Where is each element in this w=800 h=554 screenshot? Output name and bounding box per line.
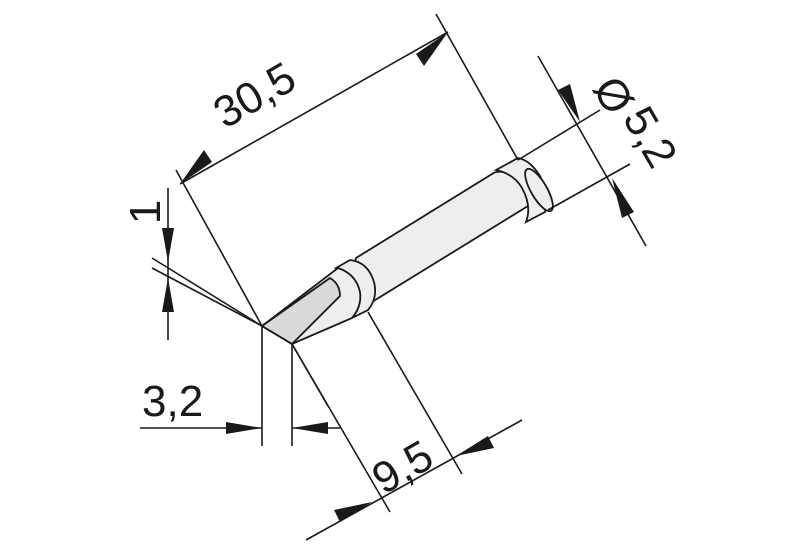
diameter-label: 5,2	[613, 99, 686, 176]
dimension-tip-thickness: 1	[121, 188, 263, 340]
taper-length-label: 9,5	[364, 431, 441, 504]
total-length-label: 30,5	[205, 53, 304, 138]
tip-thickness-label: 1	[121, 200, 170, 224]
dimension-diameter: Ø 5,2	[517, 55, 686, 247]
tip-width-label: 3,2	[142, 377, 203, 426]
dimension-tip-width: 3,2	[140, 326, 340, 446]
tip-shank	[353, 170, 529, 304]
tip-back-face	[524, 167, 554, 213]
soldering-tip	[260, 157, 554, 346]
tip-chisel-face	[260, 276, 341, 346]
